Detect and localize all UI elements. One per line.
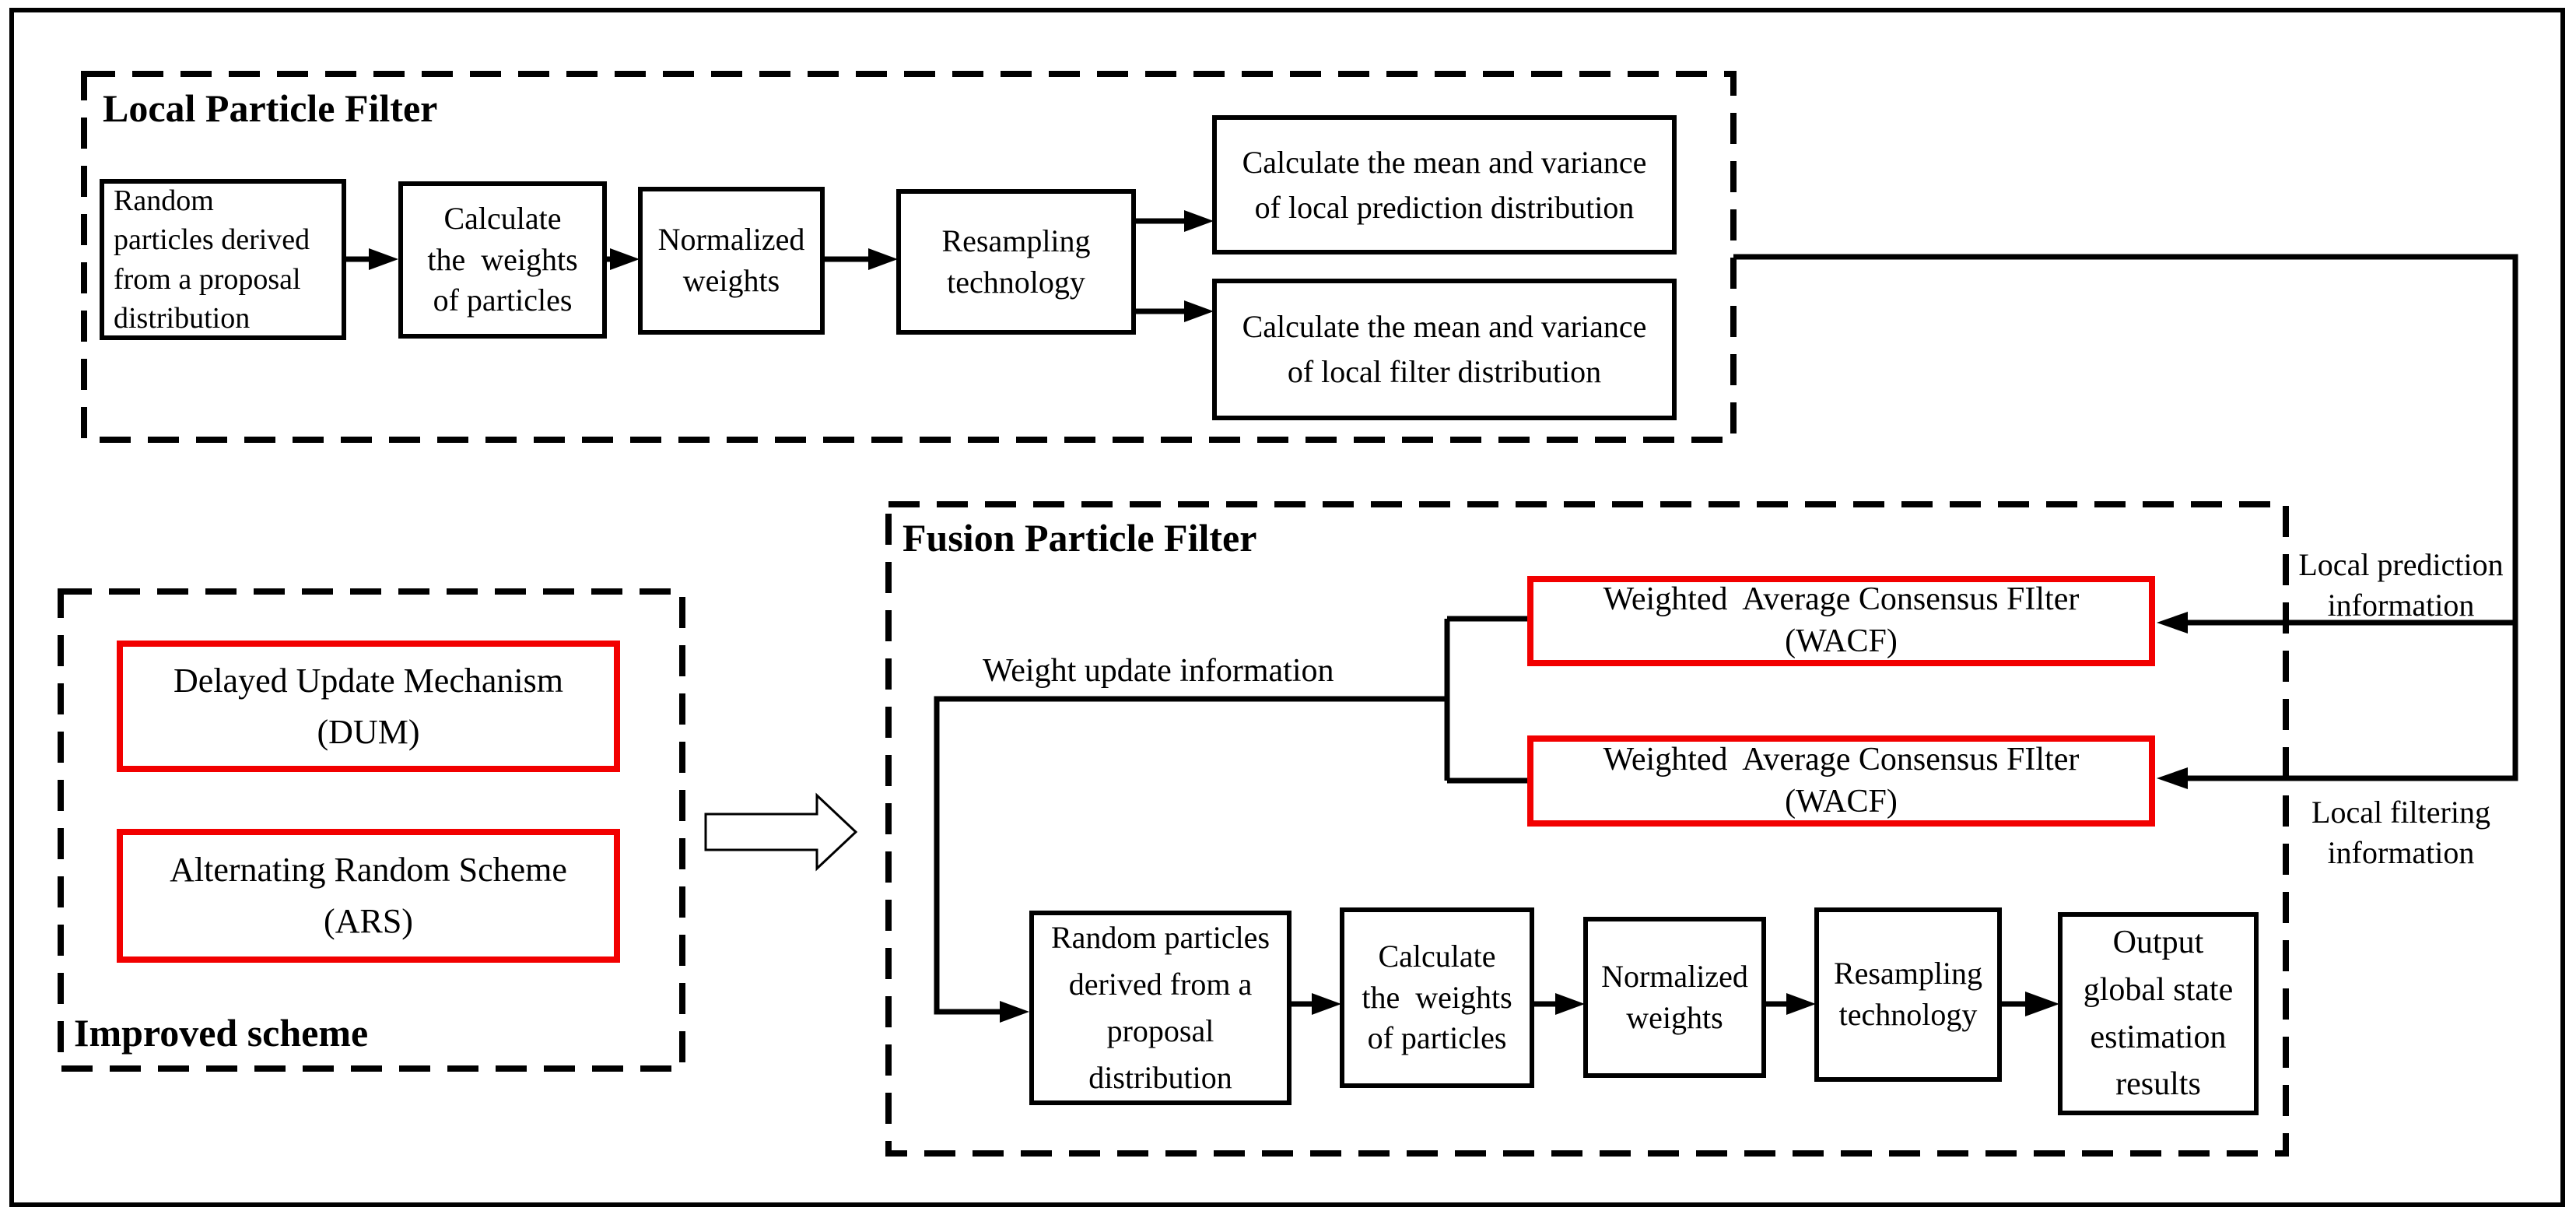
fusion-particle-filter-dashed-box [885,501,2289,1157]
arrow-random-to-calc [346,248,398,270]
box-fusion-normalized-weights: Normalized weights [1583,917,1766,1078]
box-fusion-calc-weights: Calculate the weights of particles [1340,907,1534,1088]
box-mean-variance-filter: Calculate the mean and variance of local… [1212,279,1677,420]
box-wacf-top: Weighted Average Consensus FIlter (WACF) [1527,576,2155,666]
arrow-resampling-to-filter [1136,300,1214,322]
improved-scheme-title: Improved scheme [74,1011,369,1055]
weight-update-line [934,696,1447,1015]
local-output-line [1733,254,2518,781]
box-local-calc-weights: Calculate the weights of particles [398,181,607,339]
arrow-fusion-resampling-to-output [2002,992,2059,1016]
arrow-fusion-normalized-to-resampling [1766,993,1816,1015]
box-alternating-random-scheme: Alternating Random Scheme (ARS) [117,829,620,963]
box-fusion-random-particles: Random particles derived from a proposal… [1029,911,1292,1105]
arrow-fusion-calc-to-normalized [1534,993,1585,1015]
local-particle-filter-title: Local Particle Filter [103,86,438,130]
arrow-normalized-to-resampling [825,248,898,270]
block-arrow-icon [704,792,858,872]
arrow-resampling-to-prediction [1136,210,1214,232]
box-delayed-update-mechanism: Delayed Update Mechanism (DUM) [117,641,620,772]
box-mean-variance-prediction: Calculate the mean and variance of local… [1212,115,1677,254]
local-particle-filter-dashed-box [81,71,1737,443]
box-local-resampling: Resampling technology [896,189,1136,335]
fusion-particle-filter-title: Fusion Particle Filter [902,516,1257,560]
label-weight-update-information: Weight update information [983,653,1334,689]
figure-border [9,8,2565,1207]
label-local-prediction-information: Local prediction information [2298,547,2504,623]
box-wacf-bottom: Weighted Average Consensus FIlter (WACF) [1527,735,2155,827]
improved-scheme-dashed-box [58,588,685,1072]
box-local-normalized-weights: Normalized weights [638,187,825,335]
box-fusion-resampling: Resampling technology [1814,907,2002,1082]
box-local-random-particles: Random particles derived from a proposal… [100,179,346,340]
arrowhead-into-wacf-top [2157,612,2188,634]
arrow-fusion-random-to-calc [1292,993,1341,1015]
arrow-calc-to-normalized [607,248,640,270]
box-output-global-state: Output global state estimation results [2058,912,2259,1115]
label-local-filtering-information: Local filtering information [2311,795,2490,870]
arrowhead-into-wacf-bottom [2157,767,2188,789]
arrowhead-into-fusion-random [1000,1001,1029,1023]
